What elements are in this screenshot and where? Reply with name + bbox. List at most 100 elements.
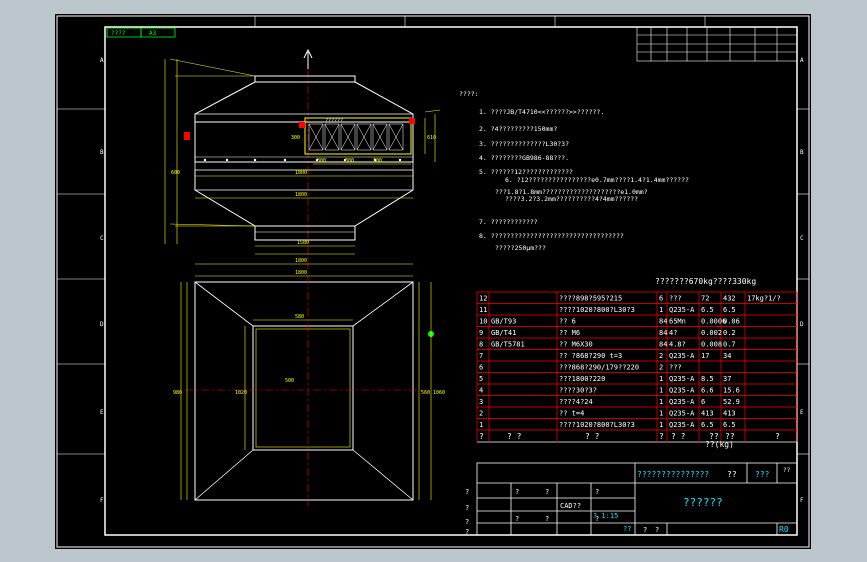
- bom-cell: 52.9: [723, 398, 740, 406]
- dim-label: 600: [171, 170, 180, 176]
- bom-header-cell: ??: [709, 432, 719, 441]
- note-line: 5. ??????12?????????????: [479, 168, 573, 176]
- note-line: 3. ??????????????L30?3?: [479, 140, 569, 148]
- note-line: 1. ????JB/T4710<<??????>>??????.: [479, 108, 604, 116]
- bom-cell: 11: [479, 306, 487, 314]
- border-letter: C: [800, 235, 804, 242]
- tag-text-1: ????: [111, 30, 126, 37]
- bom-cell: 3: [479, 398, 483, 406]
- title-mark: ?: [545, 515, 549, 523]
- bom-cell: 7: [479, 352, 483, 360]
- bom-cell: 84: [659, 329, 667, 337]
- scale-label: ? 1:15: [593, 512, 618, 520]
- title-mark: ?: [465, 488, 469, 496]
- bom-cell: ????1020?800?L30?3: [559, 306, 635, 314]
- sheet-label: ??: [623, 525, 631, 533]
- bom-cell: Q235-A: [669, 387, 695, 395]
- border-letters-left: A B C D E F: [100, 57, 104, 504]
- note-line: 8. ??????????????????????????????????: [479, 232, 624, 240]
- bom-cell: 6.5: [723, 306, 736, 314]
- bom-cell: 72: [701, 295, 709, 303]
- title-mark: ?: [465, 528, 469, 536]
- title-mark: ?: [515, 515, 519, 523]
- note-line: 6. ?12????????????????e0.7mm????1.4?1.4m…: [505, 176, 689, 184]
- bom-cell: 65Mn: [669, 318, 686, 326]
- bom-cell: 6.5: [723, 421, 736, 429]
- bom-cell: 2: [659, 364, 663, 372]
- software-label: CAD??: [560, 502, 581, 510]
- flow-arrow-icon: [303, 48, 313, 69]
- bom-cell: 0.008: [701, 341, 722, 349]
- bom-cell: 0.2: [723, 329, 736, 337]
- bom-cell: GB/T93: [491, 318, 516, 326]
- dim-label: 1800: [295, 258, 307, 264]
- bom-cell: ?? M6X30: [559, 341, 593, 349]
- bom-cell: 9: [479, 329, 483, 337]
- border-letter: A: [100, 57, 104, 64]
- title-mark: ?: [465, 518, 469, 526]
- dim-label: 300: [291, 135, 300, 141]
- dim-label: 500: [285, 378, 294, 384]
- note-line: ????3.2?3.2mm??????????4?4mm??????: [505, 195, 638, 203]
- title-col-b: ???: [755, 470, 770, 479]
- notes-heading: ????:: [459, 90, 479, 98]
- title-mark: ?: [545, 488, 549, 496]
- dim-label: 560: [421, 390, 430, 396]
- title-mark: ?: [655, 526, 659, 534]
- bom-cell: 1: [659, 387, 663, 395]
- title-col-c: ??: [783, 467, 791, 474]
- title-col-a: ??: [727, 470, 737, 479]
- title-block: ??????????????? ?? ??? ?? ?????? CAD?? ?…: [465, 462, 798, 536]
- title-mark: ?: [595, 488, 599, 496]
- bom-cell: 413: [701, 410, 714, 418]
- bom-cell: 34: [723, 352, 731, 360]
- bom-cell: 15.6: [723, 387, 740, 395]
- bom-header-cell: ?: [775, 432, 780, 441]
- title-mark: ?: [465, 504, 469, 512]
- bom-header-cell: ??: [725, 432, 735, 441]
- note-line: ?????250μm???: [495, 244, 546, 252]
- plan-view: 1800 580 500 1020 560 980 1060: [173, 270, 445, 506]
- bom-cell: 4?: [669, 329, 677, 337]
- bom-header-cell: ? ?: [585, 432, 600, 441]
- note-line: 7. ????????????: [479, 218, 538, 226]
- title-mark: ?: [515, 488, 519, 496]
- bom-cell: ????898?595?215: [559, 295, 622, 303]
- drawing-canvas[interactable]: ???? A3 A B C D E F A B C D E F: [55, 14, 811, 549]
- bom-cell: 17kg?1/?: [747, 295, 781, 303]
- dim-label: 1060: [433, 390, 445, 396]
- drawing-name: ??????: [683, 496, 723, 509]
- bom-cell: Q235-A: [669, 421, 695, 429]
- note-line: 4. ????????GB986-88???.: [479, 154, 569, 162]
- bom-cell: 1: [659, 375, 663, 383]
- border-ticks: [57, 16, 809, 455]
- bom-cell: GB/T5781: [491, 341, 525, 349]
- revision-label: R0: [779, 525, 789, 534]
- dim-label: 1800: [295, 270, 307, 276]
- bom-cell: 6: [479, 364, 483, 372]
- bom-cell: ?? 6: [559, 318, 576, 326]
- bom-cell: 84: [659, 318, 667, 326]
- bom-cell: 1: [659, 410, 663, 418]
- bom-cell: 6: [659, 295, 663, 303]
- filter-label: ??????: [325, 118, 343, 124]
- tag-box-2: [140, 27, 176, 38]
- bom-cell: ???: [669, 295, 682, 303]
- bom-cell: 12: [479, 295, 487, 303]
- dim-label: 1800: [295, 192, 307, 198]
- bom-cell: 1: [659, 421, 663, 429]
- bom-cell: 6.5: [701, 421, 714, 429]
- bom-cell: ???: [669, 364, 682, 372]
- bom-header-cell: ?: [479, 432, 484, 441]
- bom-cell: 1: [479, 421, 483, 429]
- bom-cell: ????4?24: [559, 398, 593, 406]
- border-letter: B: [100, 149, 104, 156]
- dim-label: 300: [317, 158, 326, 164]
- border-letter: E: [800, 409, 804, 416]
- bom-cell: 84: [659, 341, 667, 349]
- border-letter: E: [100, 409, 104, 416]
- bom-cell: 1: [659, 398, 663, 406]
- company-name: ???????????????: [637, 470, 709, 479]
- border-letter: F: [800, 497, 804, 504]
